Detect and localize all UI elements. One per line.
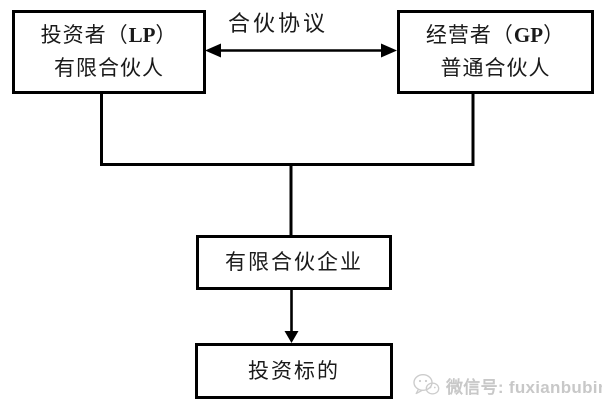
- partnership-box: 有限合伙企业: [196, 235, 392, 290]
- target-box-label: 投资标的: [248, 358, 340, 383]
- wechat-icon: [412, 372, 440, 398]
- agreement-label: 合伙协议: [227, 11, 328, 36]
- lp-title-prefix: 投资者（: [40, 23, 129, 48]
- gp-title-suffix: ）: [543, 23, 566, 48]
- gp-box: 经营者（GP） 普通合伙人: [397, 10, 594, 94]
- agreement-arrowhead-left: [205, 43, 221, 58]
- gp-title-prefix: 经营者（: [425, 23, 514, 48]
- lp-box-title: 投资者（LP）: [41, 19, 178, 52]
- lp-box: 投资者（LP） 有限合伙人: [12, 10, 206, 94]
- lp-box-subtitle: 有限合伙人: [54, 56, 164, 80]
- wechat-watermark: 微信号: fuxianbubin: [412, 372, 602, 398]
- agreement-arrowhead-right: [381, 43, 397, 58]
- wechat-id-label: 微信号: fuxianbubin: [446, 377, 602, 397]
- target-arrowhead: [284, 331, 299, 343]
- gp-abbr: GP: [513, 23, 544, 48]
- partnership-box-label: 有限合伙企业: [225, 250, 363, 275]
- lp-title-suffix: ）: [155, 23, 178, 48]
- lp-abbr: LP: [128, 23, 156, 48]
- gp-box-title: 经营者（GP）: [426, 19, 565, 52]
- target-box: 投资标的: [195, 343, 393, 399]
- gp-box-subtitle: 普通合伙人: [440, 56, 551, 80]
